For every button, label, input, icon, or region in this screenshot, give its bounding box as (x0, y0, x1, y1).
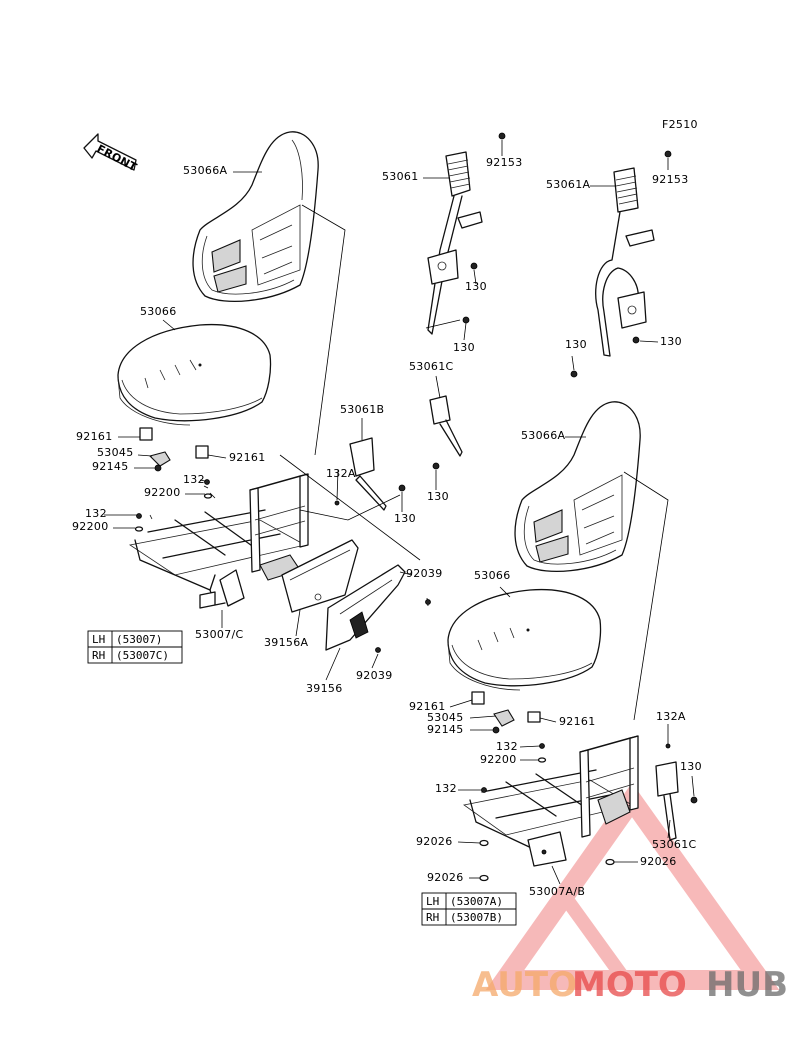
part-callout-130: 130 (465, 280, 487, 293)
part-callout-53045: 53045 (97, 446, 134, 459)
part-callout-130: 130 (660, 335, 682, 348)
leader-lines (104, 140, 695, 885)
part-callout-130: 130 (453, 341, 475, 354)
part-callout-92200: 92200 (480, 753, 517, 766)
part-callout-53061c: 53061C (652, 838, 696, 851)
left-side-panels (281, 539, 406, 651)
part-callout-92153: 92153 (486, 156, 523, 169)
table-row-side: RH (92, 649, 105, 662)
part-callout-132: 132 (435, 782, 457, 795)
left-seat-cushion (117, 323, 272, 426)
left-seat-frame (128, 473, 309, 609)
buckle-53061C (429, 395, 463, 470)
watermark-logo-text: AUTO MOTO HUB (472, 965, 788, 1005)
part-callout-92026: 92026 (416, 835, 453, 848)
part-callout-92026: 92026 (427, 871, 464, 884)
right-seat-cushion (447, 588, 602, 691)
part-callout-f2510: F2510 (662, 118, 698, 131)
part-callout-92161: 92161 (229, 451, 266, 464)
part-callout-132a: 132A (326, 467, 356, 480)
part-callout-53045: 53045 (427, 711, 464, 724)
part-callout-132: 132 (85, 507, 107, 520)
part-callout-92161: 92161 (559, 715, 596, 728)
part-callout-130: 130 (680, 760, 702, 773)
part-callout-39156a: 39156A (264, 636, 308, 649)
part-callout-92200: 92200 (144, 486, 181, 499)
part-callout-92200: 92200 (72, 520, 109, 533)
part-callout-92153: 92153 (652, 173, 689, 186)
left-buckle-53061B (349, 437, 406, 511)
watermark-part-1: AUTO (472, 965, 577, 1005)
part-callout-92039: 92039 (406, 567, 443, 580)
part-callout-53061: 53061 (382, 170, 419, 183)
part-callout-53061a: 53061A (546, 178, 590, 191)
table-row-code: (53007C) (116, 649, 169, 662)
part-callout-132: 132 (496, 740, 518, 753)
variant-table-left: LH (53007) RH (53007C) (87, 630, 183, 664)
table-row-code: (53007) (116, 633, 162, 646)
part-callout-130: 130 (394, 512, 416, 525)
watermark-triangle-logo (485, 782, 780, 990)
table-row-side: RH (426, 911, 439, 924)
part-callout-53007a-b: 53007A/B (529, 885, 585, 898)
part-callout-92039: 92039 (356, 669, 393, 682)
part-callout-132a: 132A (656, 710, 686, 723)
table-row-side: LH (92, 633, 105, 646)
part-callout-92145: 92145 (427, 723, 464, 736)
watermark-part-2: MOTO (572, 965, 687, 1005)
part-callout-130: 130 (565, 338, 587, 351)
right-buckle-53061C (655, 761, 698, 841)
part-callout-53066: 53066 (474, 569, 511, 582)
part-callout-132: 132 (183, 473, 205, 486)
variant-table-right: LH (53007A) RH (53007B) (421, 892, 517, 926)
belt-53061A (570, 150, 672, 378)
part-callout-92161: 92161 (76, 430, 113, 443)
part-callout-92145: 92145 (92, 460, 129, 473)
part-callout-39156: 39156 (306, 682, 343, 695)
part-callout-53061c: 53061C (409, 360, 453, 373)
part-callout-92161: 92161 (409, 700, 446, 713)
right-seat-back (514, 401, 641, 573)
table-row-code: (53007B) (450, 911, 503, 924)
front-arrow-icon: FRONT (83, 133, 140, 174)
part-callout-53066: 53066 (140, 305, 177, 318)
belt-53061 (427, 132, 506, 335)
left-seat-back (192, 131, 319, 303)
part-callout-130: 130 (427, 490, 449, 503)
table-row-side: LH (426, 895, 439, 908)
right-seat-frame (463, 735, 639, 867)
callout-labels: 53066A5306692161530459214592161132922001… (72, 118, 702, 898)
watermark-part-3: HUB (706, 965, 788, 1005)
table-row-code: (53007A) (450, 895, 503, 908)
part-callout-53066a: 53066A (183, 164, 227, 177)
part-callout-53061b: 53061B (340, 403, 384, 416)
part-callout-92026: 92026 (640, 855, 677, 868)
front-arrow-label: FRONT (95, 142, 140, 174)
part-callout-53007-c: 53007/C (195, 628, 243, 641)
part-callout-53066a: 53066A (521, 429, 565, 442)
